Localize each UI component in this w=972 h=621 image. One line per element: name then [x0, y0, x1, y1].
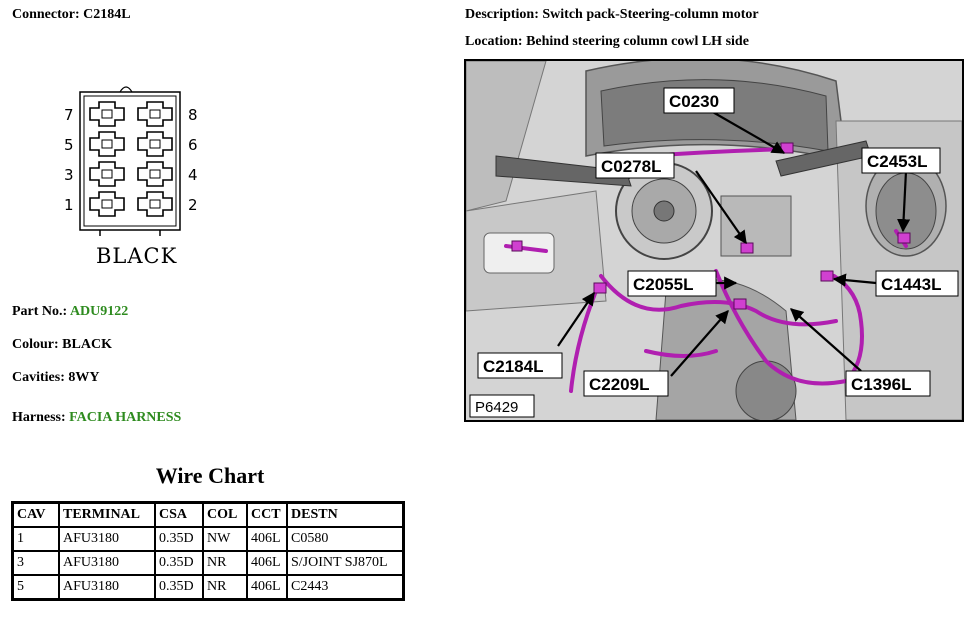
cavity-outline [137, 131, 173, 157]
colour-line: Colour: BLACK [12, 337, 112, 353]
cell-cct: 406L [246, 550, 288, 576]
cell-col: NR [202, 550, 248, 576]
header-terminal: TERMINAL [58, 501, 156, 528]
cavity-contact [149, 139, 161, 149]
location-line: Location: Behind steering column cowl LH… [465, 34, 749, 50]
callout-c2184l: C2184L [483, 357, 543, 376]
cell-destn: C2443 [286, 574, 405, 601]
cell-cav: 1 [11, 526, 60, 552]
cell-destn: C0580 [286, 526, 405, 552]
harness-line: Harness: FACIA HARNESS [12, 410, 181, 426]
connector-value: C2184L [83, 7, 131, 22]
header-col: COL [202, 501, 248, 528]
cavity-contact [101, 109, 113, 119]
callout-c0278l: C0278L [601, 157, 661, 176]
pin-label-8: 8 [188, 106, 198, 124]
photo-ref: P6429 [475, 399, 518, 416]
connector-label: Connector: [12, 7, 80, 22]
cavity-contact [101, 169, 113, 179]
cell-cct: 406L [246, 526, 288, 552]
cell-terminal: AFU3180 [58, 526, 156, 552]
pin-label-7: 7 [64, 106, 74, 124]
cell-cav: 3 [11, 550, 60, 576]
cavity-outline [137, 191, 173, 217]
callout-c2453l: C2453L [867, 152, 927, 171]
callout-c1443l: C1443L [881, 275, 941, 294]
cavity-outline [89, 191, 125, 217]
header-cav: CAV [11, 501, 60, 528]
colour-value: BLACK [62, 337, 112, 352]
callout-c1396l: C1396L [851, 375, 911, 394]
part-no-link[interactable]: ADU9122 [69, 304, 129, 319]
colour-label: Colour: [12, 337, 59, 352]
header-csa: CSA [154, 501, 204, 528]
pin-label-6: 6 [188, 136, 198, 154]
location-label: Location: [465, 34, 523, 49]
cavity-grid [89, 101, 173, 217]
cavity-contact [101, 199, 113, 209]
cell-csa: 0.35D [154, 574, 204, 601]
cavities-line: Cavities: 8WY [12, 370, 100, 386]
description-line: Description: Switch pack-Steering-column… [465, 7, 759, 23]
callout-c2209l: C2209L [589, 375, 649, 394]
description-label: Description: [465, 7, 539, 22]
cavity-outline [89, 161, 125, 187]
cavities-value: 8WY [68, 370, 100, 385]
cell-terminal: AFU3180 [58, 574, 156, 601]
wire-chart-title: Wire Chart [155, 463, 265, 488]
table-row: 1 AFU3180 0.35D NW 406L C0580 [11, 526, 405, 552]
cavity-outline [89, 131, 125, 157]
pin-label-4: 4 [188, 166, 198, 184]
harness-link[interactable]: FACIA HARNESS [69, 410, 182, 425]
location-value: Behind steering column cowl LH side [526, 34, 749, 49]
harness-label: Harness: [12, 410, 66, 425]
header-cct: CCT [246, 501, 288, 528]
connector-housing [79, 91, 181, 231]
cell-cav: 5 [11, 574, 60, 601]
table-row: 5 AFU3180 0.35D NR 406L C2443 [11, 574, 405, 601]
dashboard-illustration: C0230 C0278L C2453L C2055L C1443L C2184L… [466, 61, 962, 420]
connector-face-diagram: 7 8 5 6 3 4 1 2 BLACK [64, 86, 198, 268]
pin-label-1: 1 [64, 196, 74, 214]
wire-chart-header-row: CAV TERMINAL CSA COL CCT DESTN [11, 501, 405, 528]
cell-destn: S/JOINT SJ870L [286, 550, 405, 576]
callout-c0230: C0230 [669, 92, 719, 111]
cavity-contact [149, 109, 161, 119]
cavity-contact [149, 169, 161, 179]
cavity-contact [101, 139, 113, 149]
cell-csa: 0.35D [154, 526, 204, 552]
cavity-outline [89, 101, 125, 127]
part-no-label: Part No.: [12, 304, 68, 319]
part-no-line: Part No.: ADU9122 [12, 304, 128, 320]
connector-colour-text: BLACK [96, 244, 177, 268]
header-destn: DESTN [286, 501, 405, 528]
connector-line: Connector: C2184L [12, 7, 131, 23]
pin-label-2: 2 [188, 196, 198, 214]
cell-col: NR [202, 574, 248, 601]
pin-label-5: 5 [64, 136, 74, 154]
pin-label-3: 3 [64, 166, 74, 184]
cavity-outline [137, 161, 173, 187]
cavity-outline [137, 101, 173, 127]
cavities-label: Cavities: [12, 370, 65, 385]
cell-col: NW [202, 526, 248, 552]
description-value: Switch pack-Steering-column motor [542, 7, 759, 22]
wire-chart-table: CAV TERMINAL CSA COL CCT DESTN 1 AFU3180… [11, 501, 405, 601]
callout-c2055l: C2055L [633, 275, 693, 294]
cavity-contact [149, 199, 161, 209]
cell-cct: 406L [246, 574, 288, 601]
cell-terminal: AFU3180 [58, 550, 156, 576]
location-photo: C0230 C0278L C2453L C2055L C1443L C2184L… [464, 59, 964, 422]
cell-csa: 0.35D [154, 550, 204, 576]
table-row: 3 AFU3180 0.35D NR 406L S/JOINT SJ870L [11, 550, 405, 576]
